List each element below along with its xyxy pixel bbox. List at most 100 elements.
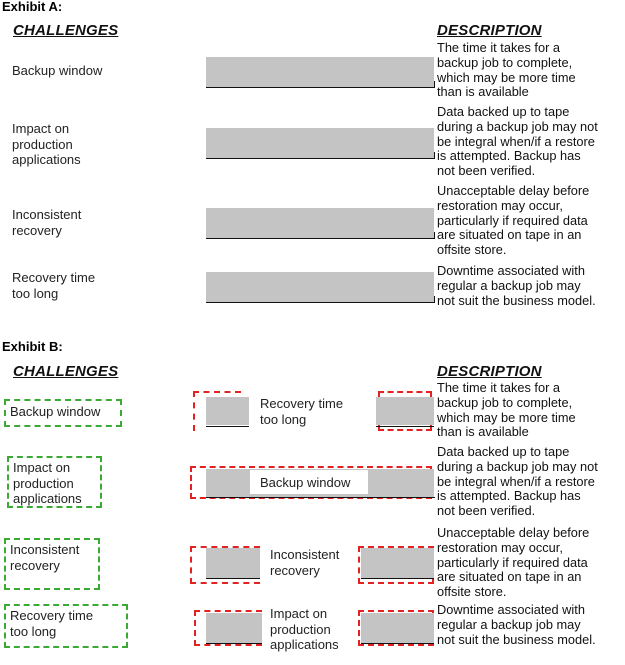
description-line: be integral when/if a restore <box>437 133 595 149</box>
description-line: not been verified. <box>437 503 536 519</box>
challenge-line: too long <box>10 623 57 639</box>
exhibit-b-title: Exhibit B: <box>2 339 63 354</box>
description-line: offsite store. <box>437 242 507 258</box>
description-line: during a backup job may not <box>437 458 598 474</box>
challenge-line: Backup window <box>12 63 103 78</box>
challenge-line: too long <box>12 285 59 301</box>
placed-line: Impact on <box>270 606 328 621</box>
challenge-line: recovery <box>10 557 60 573</box>
description-line: offsite store. <box>437 584 507 600</box>
placed-line: Backup window <box>260 475 351 490</box>
connector-line <box>206 426 249 427</box>
exhibit-a-connector-tick <box>434 152 435 159</box>
placed-tile-label: Backup window <box>260 475 350 491</box>
drop-zone-small[interactable] <box>206 548 260 578</box>
exhibit-b-challenge: Backup window <box>10 404 100 420</box>
connector-line <box>361 643 434 644</box>
exhibit-a-title: Exhibit A: <box>2 0 63 14</box>
green-source-tile[interactable] <box>4 604 128 648</box>
exhibit-a-drop-zone[interactable] <box>206 57 434 87</box>
description-line: not suit the business model. <box>437 631 596 647</box>
green-source-tile[interactable] <box>4 538 100 590</box>
drop-zone-small[interactable] <box>206 613 262 643</box>
exhibit-b-description-header: DESCRIPTION <box>437 363 542 380</box>
exhibit-a-connector-tick <box>434 232 435 239</box>
exhibit-a-drop-zone[interactable] <box>206 272 434 302</box>
exhibit-a-connector-line <box>206 238 435 239</box>
placed-line: production <box>270 621 331 637</box>
description-line: backup job to complete, <box>437 394 573 410</box>
challenge-line: Inconsistent <box>10 542 80 557</box>
description-line: than is available <box>437 84 529 100</box>
exhibit-a-challenge: Backup window <box>12 63 102 79</box>
description-line: be integral when/if a restore <box>437 473 595 489</box>
description-line: Data backed up to tape <box>437 104 570 119</box>
description-line: Downtime associated with <box>437 263 585 278</box>
description-line: during a backup job may not <box>437 118 598 134</box>
challenge-line: Impact on <box>12 121 70 136</box>
challenge-line: Recovery time <box>10 608 94 623</box>
description-line: particularly if required data <box>437 554 588 570</box>
challenge-line: production <box>12 136 73 152</box>
drop-zone-small[interactable] <box>361 548 434 578</box>
placed-line: too long <box>260 411 307 427</box>
drop-zone-small[interactable] <box>376 397 434 425</box>
description-line: are situated on tape in an <box>437 227 582 243</box>
challenge-line: applications <box>13 491 82 506</box>
description-line: which may be more time <box>437 409 576 425</box>
placed-tile[interactable] <box>250 470 368 494</box>
exhibit-a-connector-line <box>206 158 435 159</box>
description-line: is attempted. Backup has <box>437 148 581 164</box>
drop-zone-small[interactable] <box>206 397 249 425</box>
description-line: restoration may occur, <box>437 539 563 555</box>
red-frame <box>193 391 241 431</box>
description-line: restoration may occur, <box>437 197 563 213</box>
green-source-tile[interactable] <box>4 399 122 427</box>
description-line: are situated on tape in an <box>437 569 582 585</box>
description-line: particularly if required data <box>437 212 588 228</box>
description-line: regular a backup job may <box>437 616 581 632</box>
exhibit-a-description-header: DESCRIPTION <box>437 22 542 39</box>
green-source-tile[interactable] <box>7 456 102 508</box>
description-line: is attempted. Backup has <box>437 488 581 504</box>
challenge-line: Impact on <box>13 460 71 475</box>
challenge-line: Inconsistent <box>12 207 82 222</box>
description-line: The time it takes for a <box>437 380 561 395</box>
exhibit-a-connector-line <box>206 302 435 303</box>
description-line: Unacceptable delay before <box>437 183 590 198</box>
exhibit-a-connector-tick <box>434 296 435 303</box>
challenge-line: Backup window <box>10 404 101 419</box>
exhibit-a-drop-zone[interactable] <box>206 128 434 158</box>
challenge-line: Recovery time <box>12 270 96 285</box>
exhibit-a-challenges-header: CHALLENGES <box>13 22 119 39</box>
exhibit-a-drop-zone[interactable] <box>206 208 434 238</box>
exhibit-b-challenges-header: CHALLENGES <box>13 363 119 380</box>
connector-line <box>206 643 262 644</box>
red-frame <box>194 610 262 646</box>
description-line: backup job to complete, <box>437 54 573 70</box>
exhibit-a-connector-tick <box>434 81 435 88</box>
description-line: Unacceptable delay before <box>437 525 590 540</box>
placed-line: recovery <box>270 562 320 578</box>
drop-zone-small[interactable] <box>361 613 434 643</box>
placed-line: Recovery time <box>260 396 344 411</box>
description-line: The time it takes for a <box>437 40 561 55</box>
description-line: not suit the business model. <box>437 292 596 308</box>
description-line: Data backed up to tape <box>437 444 570 459</box>
placed-line: applications <box>270 637 339 652</box>
description-line: Downtime associated with <box>437 602 585 617</box>
placed-line: Inconsistent <box>270 547 340 562</box>
